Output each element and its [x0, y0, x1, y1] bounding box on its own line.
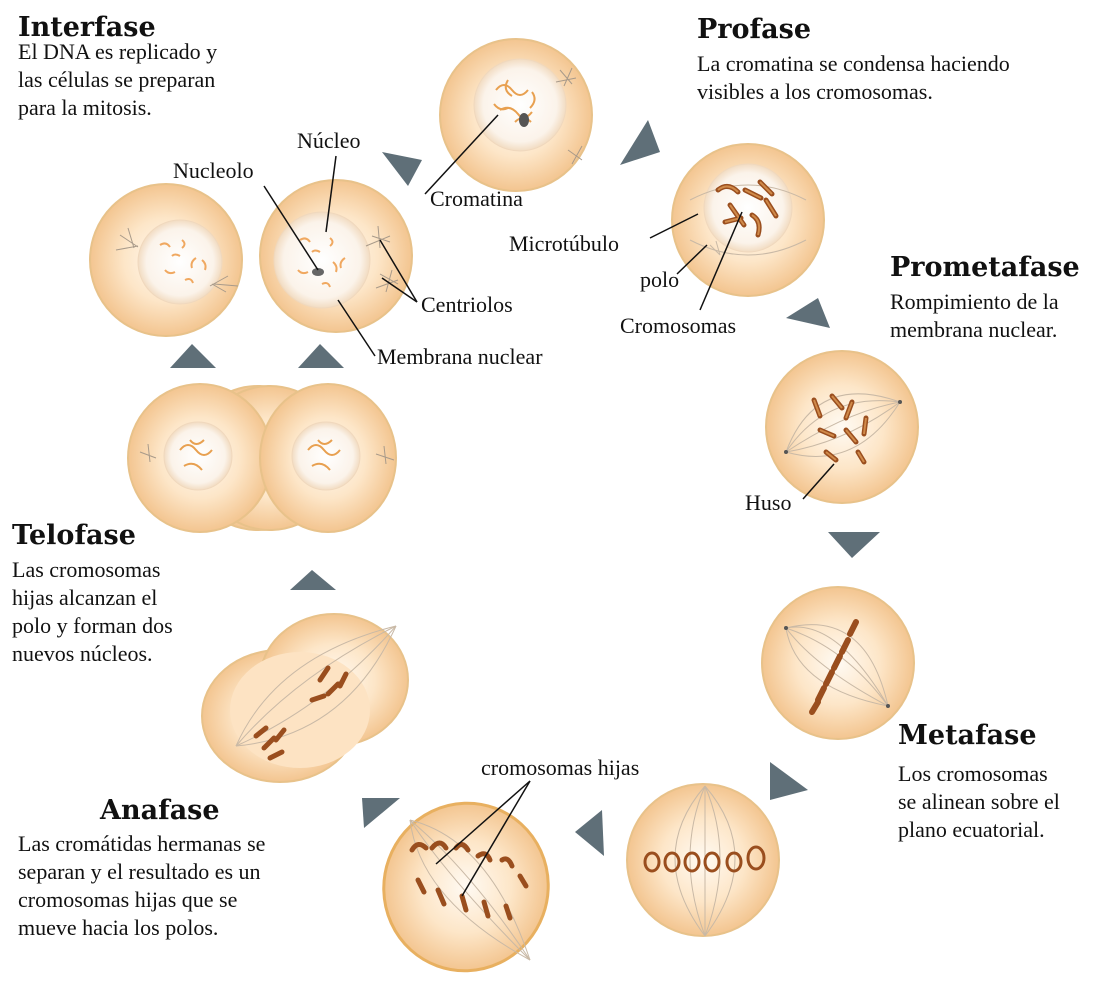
early-prophase-cell — [440, 39, 592, 191]
cromatina-label: Cromatina — [430, 188, 523, 210]
nucleolo-label: Nucleolo — [173, 160, 254, 182]
arrow-icon — [170, 344, 216, 368]
metaphase-cell — [762, 587, 914, 739]
arrow-icon — [382, 152, 422, 186]
metafase-title: Metafase — [898, 722, 1037, 749]
interfase-description: El DNA es replicado y las células se pre… — [18, 38, 217, 122]
microtubulo-label: Microtúbulo — [509, 233, 619, 255]
cromosomas-hijas-label: cromosomas hijas — [481, 757, 639, 779]
interphase-cell-left — [90, 184, 242, 336]
profase-description: La cromatina se condensa haciendo visibl… — [697, 50, 1010, 106]
nucleo-label: Núcleo — [297, 130, 361, 152]
arrow-icon — [786, 298, 830, 328]
anaphase-cell — [360, 780, 572, 989]
metafase-description: Los cromosomas se alinean sobre el plano… — [898, 760, 1060, 844]
arrow-icon — [770, 762, 808, 800]
arrow-icon — [575, 810, 604, 856]
huso-label: Huso — [745, 492, 791, 514]
prophase-cell — [672, 144, 824, 296]
interfase-title: Interfase — [18, 14, 156, 41]
arrow-icon — [298, 344, 344, 368]
cromosomas-label: Cromosomas — [620, 315, 736, 337]
telofase-title: Telofase — [12, 522, 136, 549]
arrow-icon — [362, 798, 400, 828]
prometaphase-cell — [766, 351, 918, 503]
polo-label: polo — [640, 269, 679, 291]
metaphase-plate-cell — [627, 784, 779, 936]
profase-title: Profase — [697, 16, 811, 43]
prometafase-title: Prometafase — [890, 254, 1080, 281]
anafase-description: Las cromátidas hermanas se separan y el … — [18, 830, 265, 942]
membrana-nuclear-label: Membrana nuclear — [377, 346, 543, 368]
telofase-description: Las cromosomas hijas alcanzan el polo y … — [12, 556, 173, 668]
anafase-title: Anafase — [100, 797, 220, 824]
telophase-elongated-cell — [202, 614, 408, 782]
centriolos-label: Centriolos — [421, 294, 513, 316]
telophase-daughter-cells — [128, 384, 396, 532]
arrow-icon — [620, 120, 660, 165]
arrow-icon — [828, 532, 880, 558]
arrow-icon — [290, 570, 336, 590]
prometafase-description: Rompimiento de la membrana nuclear. — [890, 288, 1059, 344]
